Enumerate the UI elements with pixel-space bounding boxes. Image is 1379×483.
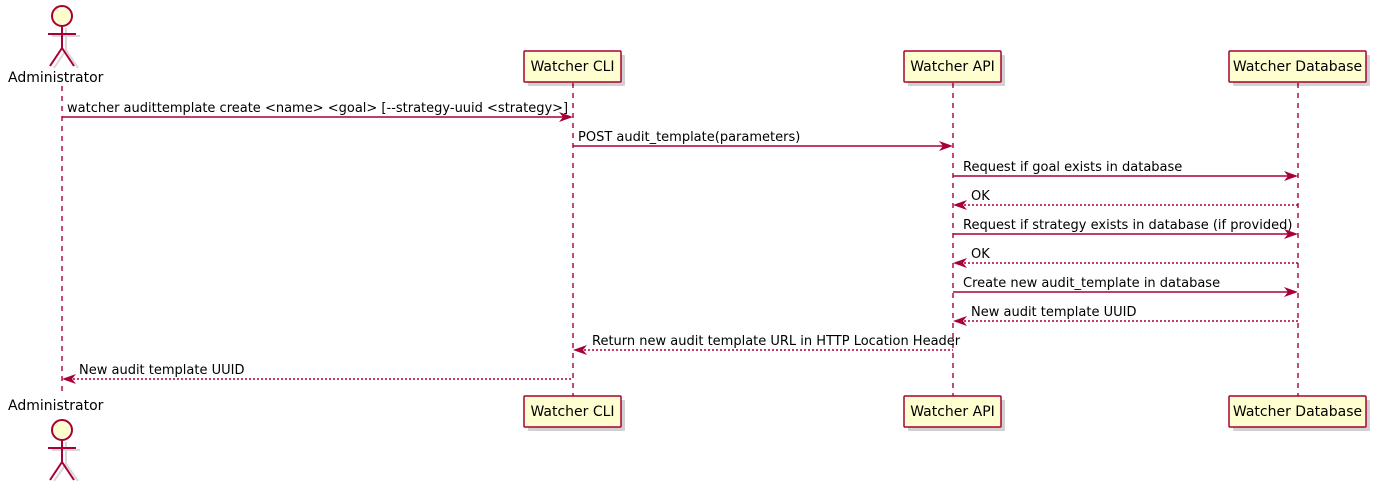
message-9-arrowhead <box>573 345 587 355</box>
actor-leg-left-bottom <box>49 461 63 481</box>
participant-watcher-cli-bottom[interactable]: Watcher CLI <box>523 395 625 431</box>
actor-leg-left-top <box>49 47 63 67</box>
message-2[interactable]: POST audit_template(parameters) <box>573 130 953 151</box>
message-3-label: Request if goal exists in database <box>963 160 1182 175</box>
actor-shadow-top <box>52 28 80 69</box>
actor-head-icon-top <box>51 5 73 27</box>
participant-label-watcher-api-bottom: Watcher API <box>910 404 995 420</box>
participant-watcher-api-top[interactable]: Watcher API <box>903 50 1005 86</box>
message-4[interactable]: OK <box>953 189 1298 210</box>
participant-box[interactable] <box>903 395 1002 428</box>
message-8-arrowhead <box>953 316 967 326</box>
message-10-label: New audit template UUID <box>79 363 244 378</box>
participant-watcher-cli-top[interactable]: Watcher CLI <box>523 50 625 86</box>
actor-head-icon-bottom <box>51 419 73 441</box>
participant-watcher-api-bottom[interactable]: Watcher API <box>903 395 1005 431</box>
message-2-label: POST audit_template(parameters) <box>578 130 800 145</box>
participant-label-watcher-database-bottom: Watcher Database <box>1233 404 1362 420</box>
message-10-arrowhead <box>62 374 76 384</box>
message-1-arrowhead <box>559 112 573 122</box>
participant-box[interactable] <box>1228 395 1367 428</box>
actor-label-administrator-bottom: Administrator <box>8 398 104 414</box>
message-9-label: Return new audit template URL in HTTP Lo… <box>592 334 961 349</box>
actor-administrator-top[interactable]: Administrator <box>8 5 104 86</box>
message-3-arrowhead <box>1284 171 1298 181</box>
message-5-label: Request if strategy exists in database (… <box>963 218 1292 233</box>
message-4-arrowhead <box>953 200 967 210</box>
message-9[interactable]: Return new audit template URL in HTTP Lo… <box>573 334 961 355</box>
message-6-arrowhead <box>953 258 967 268</box>
message-1[interactable]: watcher audittemplate create <name> <goa… <box>62 101 573 122</box>
participant-watcher-database-bottom[interactable]: Watcher Database <box>1228 395 1370 431</box>
participant-box[interactable] <box>903 50 1002 83</box>
participant-box[interactable] <box>1228 50 1367 83</box>
participant-box[interactable] <box>523 50 622 83</box>
participant-label-watcher-api-top: Watcher API <box>910 59 995 75</box>
participant-label-watcher-database-top: Watcher Database <box>1233 59 1362 75</box>
message-1-label: watcher audittemplate create <name> <goa… <box>67 101 568 116</box>
message-2-arrowhead <box>939 141 953 151</box>
actor-leg-right-bottom <box>61 461 75 481</box>
actor-leg-right-top <box>61 47 75 67</box>
actor-administrator-bottom[interactable]: Administrator <box>8 398 104 482</box>
lifelines <box>61 83 1299 396</box>
message-7[interactable]: Create new audit_template in database <box>953 276 1298 297</box>
message-5-arrowhead <box>1284 229 1298 239</box>
participant-box[interactable] <box>523 395 622 428</box>
message-10[interactable]: New audit template UUID <box>62 363 573 384</box>
message-4-label: OK <box>971 189 990 204</box>
message-3[interactable]: Request if goal exists in database <box>953 160 1298 181</box>
message-8-label: New audit template UUID <box>971 305 1136 320</box>
message-6-label: OK <box>971 247 990 262</box>
participant-label-watcher-cli-bottom: Watcher CLI <box>530 404 614 420</box>
message-7-label: Create new audit_template in database <box>963 276 1220 291</box>
message-6[interactable]: OK <box>953 247 1298 268</box>
message-8[interactable]: New audit template UUID <box>953 305 1298 326</box>
actor-label-administrator-top: Administrator <box>8 70 104 86</box>
actor-shadow-bottom <box>52 442 80 482</box>
participant-label-watcher-cli-top: Watcher CLI <box>530 59 614 75</box>
participant-watcher-database-top[interactable]: Watcher Database <box>1228 50 1370 86</box>
message-5[interactable]: Request if strategy exists in database (… <box>953 218 1298 239</box>
message-7-arrowhead <box>1284 287 1298 297</box>
